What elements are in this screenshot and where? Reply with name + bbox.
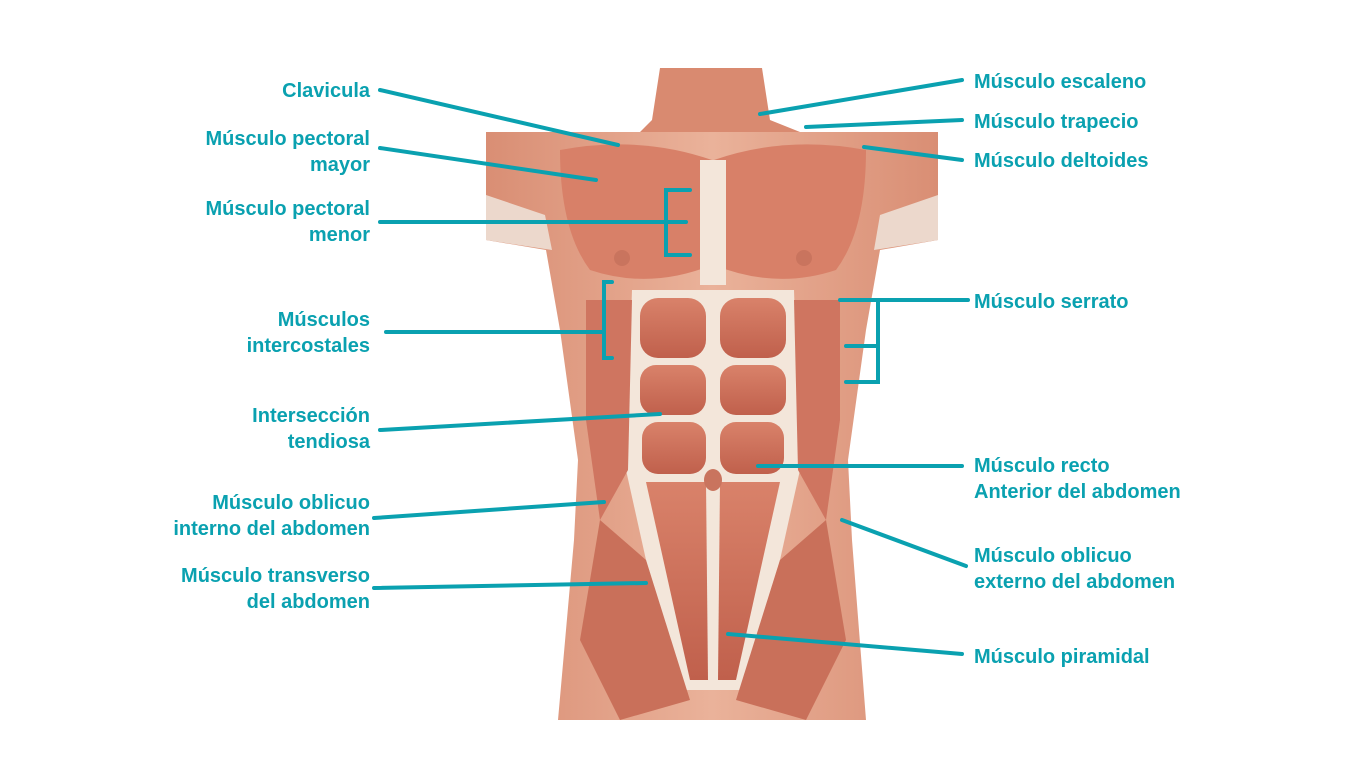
label-clavicula: Clavicula — [282, 80, 370, 102]
pectoral-muscles — [560, 144, 866, 285]
bracket-serrato — [838, 298, 880, 384]
label-serrato: Músculo serrato — [974, 291, 1129, 313]
leader-lines — [372, 78, 970, 656]
label-deltoides: Músculo deltoides — [974, 150, 1149, 172]
abdominal-muscles — [580, 290, 846, 720]
leader-piramidal — [726, 632, 964, 656]
label-transverso: Músculo transverso del abdomen — [181, 565, 370, 613]
leader-oblicuo-interno — [372, 500, 606, 520]
label-intercostales: Músculos intercostales — [246, 309, 370, 357]
label-oblicuo-interno: Músculo oblicuo interno del abdomen — [173, 492, 370, 540]
leader-interseccion — [378, 412, 662, 432]
label-pectoral-menor: Músculo pectoral menor — [205, 198, 370, 246]
leader-trapecio — [804, 118, 964, 129]
label-oblicuo-externo: Músculo oblicuo externo del abdomen — [974, 545, 1176, 593]
leader-clavicula — [378, 88, 620, 147]
leader-escaleno — [758, 78, 964, 116]
bracket-intercostales — [602, 280, 614, 360]
label-interseccion: Intersección tendiosa — [252, 405, 370, 453]
label-recto: Músculo recto Anterior del abdomen — [974, 455, 1181, 503]
leader-transverso — [372, 581, 648, 590]
label-trapecio: Músculo trapecio — [974, 111, 1139, 133]
label-pectoral-mayor: Músculo pectoral mayor — [205, 128, 370, 176]
label-escaleno: Músculo escaleno — [974, 71, 1147, 93]
leader-oblicuo-externo — [840, 518, 968, 568]
leader-deltoides — [862, 145, 964, 162]
leader-pectoral-mayor — [378, 146, 598, 182]
bracket-pectoral-menor — [664, 188, 692, 257]
label-piramidal: Músculo piramidal — [974, 646, 1150, 668]
